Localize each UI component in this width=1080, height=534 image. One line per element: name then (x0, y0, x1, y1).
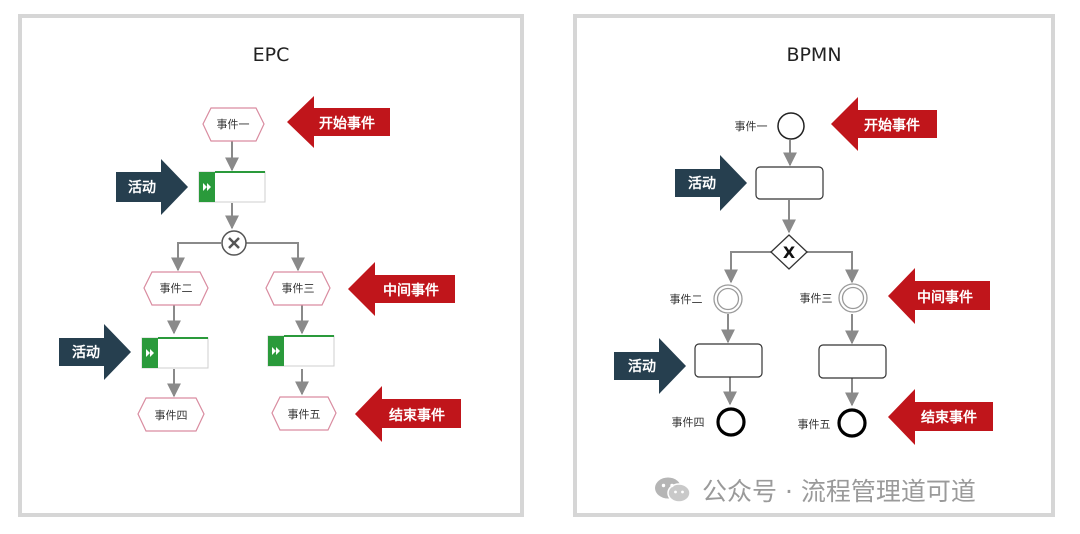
bpmn-callout-start: 开始事件 (831, 97, 937, 151)
bpmn-callout-intermediate: 中间事件 (888, 268, 990, 324)
bpmn-event-2-label: 事件二 (670, 293, 703, 306)
epc-event-5: 事件五 (271, 396, 337, 431)
play-icon (272, 347, 276, 355)
epc-event-3-label: 事件三 (282, 282, 315, 295)
epc-event-1-label: 事件一 (217, 118, 250, 131)
epc-event-shape (265, 271, 331, 306)
epc-callout-activity-2-label: 活动 (72, 344, 100, 361)
epc-callout-activity-2: 活动 (59, 324, 131, 380)
epc-callout-intermediate-label: 中间事件 (383, 282, 439, 299)
bpmn-event-4-label: 事件四 (672, 416, 705, 429)
epc-xor-connector (221, 230, 247, 256)
epc-title: EPC (252, 44, 290, 66)
bpmn-title: BPMN (786, 44, 842, 66)
left-arrow-icon (287, 96, 390, 148)
epc-callout-end: 结束事件 (355, 386, 461, 442)
right-arrow-icon (675, 155, 747, 211)
epc-callout-activity-1-label: 活动 (128, 179, 156, 196)
epc-connectors (167, 141, 309, 398)
bpmn-callout-activity-2: 活动 (614, 338, 686, 394)
bpmn-callout-intermediate-label: 中间事件 (917, 289, 973, 306)
bpmn-connector (806, 251, 859, 284)
epc-event-4: 事件四 (137, 397, 205, 432)
left-arrow-icon (831, 97, 937, 151)
left-arrow-icon (355, 386, 461, 442)
left-arrow-icon (888, 389, 993, 445)
epc-event-2: 事件二 (143, 271, 209, 306)
epc-event-shape (143, 271, 209, 306)
bpmn-task-2 (694, 343, 763, 378)
bpmn-panel: BPMN (573, 14, 1055, 517)
watermark-text: 公众号 · 流程管理道可道 (702, 477, 976, 506)
epc-event-2-label: 事件二 (160, 282, 193, 295)
bpmn-start-event: 事件一 (735, 112, 805, 140)
gateway-diamond (770, 234, 808, 270)
intermediate-event-inner (716, 287, 740, 311)
bpmn-intermediate-event-3: 事件三 (800, 283, 868, 313)
epc-panel: EPC (18, 14, 524, 517)
intermediate-event-outer (838, 283, 868, 313)
epc-function-1 (198, 171, 266, 203)
bpmn-event-5-label: 事件五 (798, 418, 831, 431)
epc-callout-start: 开始事件 (287, 96, 390, 148)
right-arrow-icon (614, 338, 686, 394)
epc-function-2 (141, 337, 209, 369)
end-event-circle (837, 408, 867, 438)
gateway-x-label: X (783, 243, 796, 262)
bpmn-task-3 (818, 344, 887, 379)
bpmn-connectors (721, 140, 859, 407)
bpmn-exclusive-gateway: X (770, 234, 808, 270)
epc-function-3 (267, 335, 335, 367)
bpmn-callout-end-label: 结束事件 (921, 409, 977, 426)
wechat-icon (655, 477, 691, 503)
bpmn-callout-end: 结束事件 (888, 389, 993, 445)
bpmn-callout-activity-1-label: 活动 (688, 175, 716, 192)
bpmn-intermediate-event-2: 事件二 (670, 284, 743, 314)
epc-callout-end-label: 结束事件 (389, 407, 445, 424)
bpmn-event-1-label: 事件一 (735, 120, 768, 133)
watermark: 公众号 · 流程管理道可道 (652, 471, 976, 509)
start-event-circle (777, 112, 805, 140)
epc-event-1: 事件一 (202, 107, 265, 142)
left-arrow-icon (348, 262, 455, 316)
epc-connector (171, 242, 221, 272)
intermediate-event-inner (841, 286, 865, 310)
epc-event-5-label: 事件五 (288, 408, 321, 421)
epc-callout-start-label: 开始事件 (319, 115, 375, 132)
epc-event-shape (271, 396, 337, 431)
bpmn-task-1 (755, 166, 824, 200)
bpmn-callout-start-label: 开始事件 (864, 117, 920, 134)
left-arrow-icon (888, 268, 990, 324)
epc-event-shape (137, 397, 205, 432)
play-icon (276, 347, 280, 355)
play-icon (150, 349, 154, 357)
epc-callout-intermediate: 中间事件 (348, 262, 455, 316)
bpmn-event-3-label: 事件三 (800, 292, 833, 305)
play-icon (207, 183, 211, 191)
epc-event-3: 事件三 (265, 271, 331, 306)
right-arrow-icon (116, 159, 188, 215)
end-event-circle (716, 407, 746, 437)
epc-callout-activity-1: 活动 (116, 159, 188, 215)
intermediate-event-outer (713, 284, 743, 314)
play-icon (146, 349, 150, 357)
bpmn-end-event-4: 事件四 (672, 407, 746, 437)
bpmn-connector (724, 251, 772, 284)
epc-event-4-label: 事件四 (155, 409, 188, 422)
bpmn-end-event-5: 事件五 (798, 408, 867, 438)
epc-event-shape (202, 107, 265, 142)
epc-connector (246, 242, 305, 272)
right-arrow-icon (59, 324, 131, 380)
bpmn-callout-activity-1: 活动 (675, 155, 747, 211)
close-icon (228, 237, 240, 249)
bpmn-callout-activity-2-label: 活动 (628, 358, 656, 375)
play-icon (203, 183, 207, 191)
